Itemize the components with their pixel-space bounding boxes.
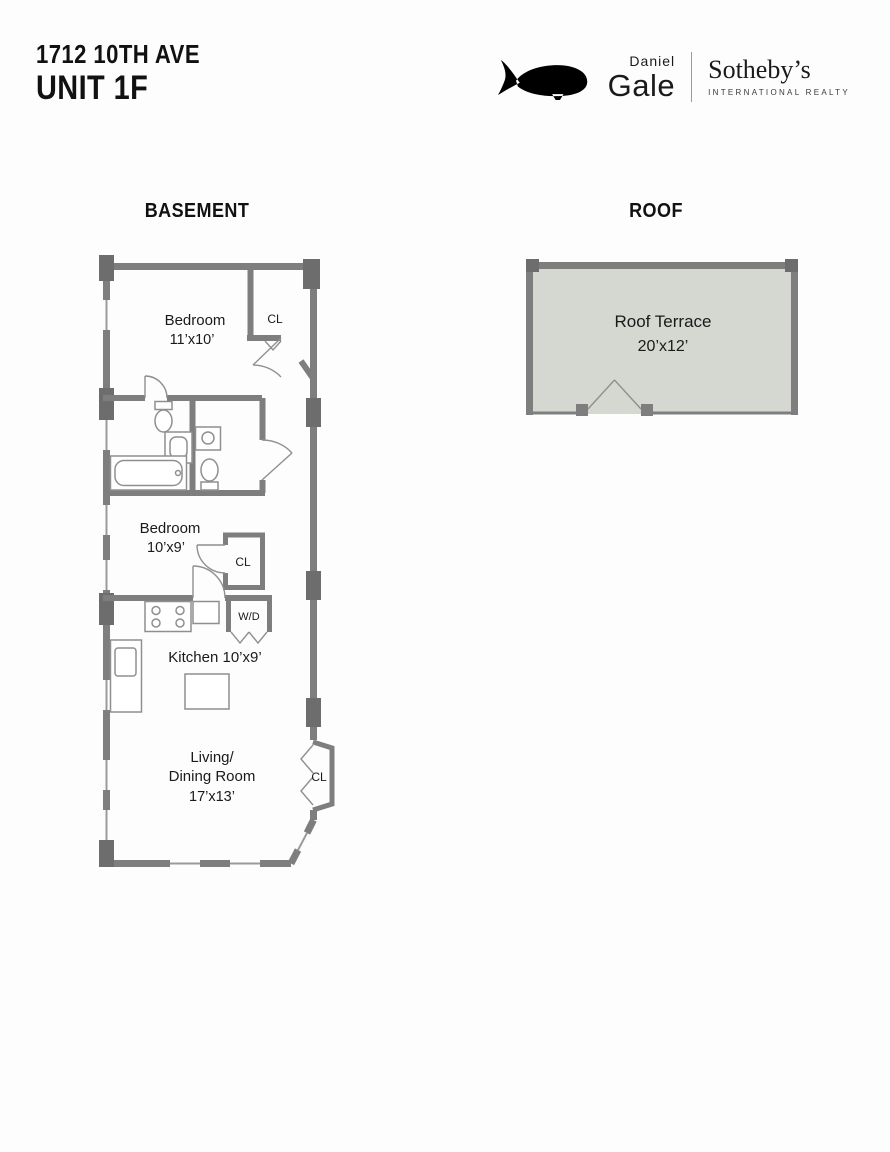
room-dims-roof-terrace: 20’x12’ — [638, 338, 689, 355]
room-label-living-1: Living/ — [190, 749, 234, 766]
address-block: 1712 10TH AVE UNIT 1F — [36, 40, 200, 108]
toilet-icon — [154, 400, 173, 433]
plan-title-basement: BASEMENT — [144, 200, 250, 222]
door-arc — [144, 337, 314, 806]
room-label-bedroom-1: Bedroom — [165, 312, 226, 329]
room-label-bedroom-2: Bedroom — [140, 520, 201, 537]
sothebys-tagline: INTERNATIONAL REALTY — [708, 88, 850, 97]
kitchen-cabinet — [192, 600, 220, 625]
kitchen-fixtures — [109, 600, 230, 713]
room-dims-bedroom-2: 10’x9’ — [147, 540, 185, 556]
brokerage-logo: Daniel Gale Sotheby’s INTERNATIONAL REAL… — [497, 52, 850, 102]
interior-walls — [103, 263, 335, 813]
unit-line: UNIT 1F — [36, 68, 149, 107]
whale-icon — [497, 59, 587, 100]
brand-divider — [691, 52, 693, 102]
roof-door — [587, 379, 642, 410]
bathtub-icon — [109, 455, 188, 491]
kitchen-sink-icon — [109, 639, 143, 713]
roof-terrace-floor — [530, 262, 794, 414]
room-label-kitchen: Kitchen 10’x9’ — [168, 649, 261, 666]
room-dims-living: 17’x13’ — [189, 789, 235, 805]
bathroom-fixtures — [109, 400, 222, 491]
room-label-living-2: Dining Room — [169, 768, 256, 785]
daniel-gale-wordmark: Daniel Gale — [608, 54, 675, 101]
room-label-roof-terrace: Roof Terrace — [614, 312, 711, 331]
closet-label-3: CL — [311, 770, 327, 784]
kitchen-island — [184, 673, 230, 710]
roof-walls — [526, 259, 798, 416]
roof-floorplan: Roof Terrace 20’x12’ — [526, 259, 798, 416]
address-line: 1712 10TH AVE — [36, 39, 200, 69]
laundry-label: W/D — [238, 611, 259, 623]
toilet-icon — [200, 458, 219, 491]
plan-title-roof: ROOF — [629, 200, 683, 222]
sothebys-text: Sotheby’s — [708, 55, 811, 84]
stove-icon — [144, 600, 192, 633]
sink-icon — [194, 426, 222, 451]
daniel-text: Daniel — [629, 52, 676, 69]
sothebys-wordmark: Sotheby’s INTERNATIONAL REALTY — [708, 57, 850, 97]
closet-label-2: CL — [235, 555, 251, 569]
basement-floorplan: Bedroom 11’x10’ CL Bedroom 10’x9’ CL W/D… — [99, 255, 335, 867]
room-dims-bedroom-1: 11’x10’ — [170, 332, 215, 348]
closet-label-1: CL — [267, 312, 283, 326]
gale-text: Gale — [607, 67, 676, 103]
